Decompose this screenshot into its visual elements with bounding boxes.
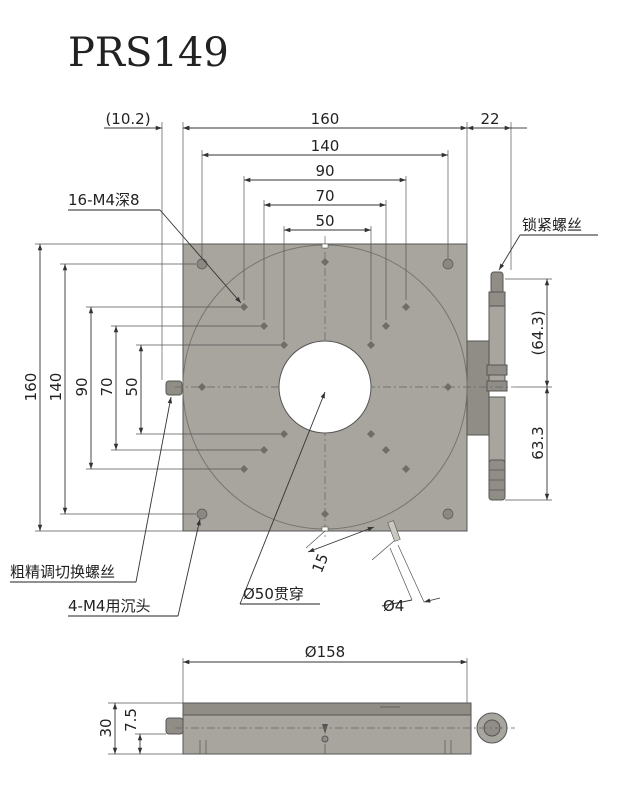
dim-height-7-5-label: 7.5 [122,708,140,732]
dim-width-70-label: 70 [315,187,334,205]
side-view: Ø158 30 7.5 [97,643,515,755]
callout-4-m4-countersunk: 4-M4用沉头 [68,597,150,615]
dim-upper-label: (64.3) [529,310,547,355]
top-view [165,236,515,542]
callout-through-hole: Ø50贯穿 [243,585,304,603]
side-base [182,714,472,755]
bottom-small-dimensions: 15 Ø4 [305,526,441,615]
dim-width-140-label: 140 [311,137,340,155]
callout-16-m4-holes: 16-M4深8 [68,191,140,209]
dim-width-90-label: 90 [315,162,334,180]
dim-lower-label: 63.3 [529,426,547,459]
dim-height-140-label: 140 [47,373,65,402]
dim-side-22-label: 22 [480,110,499,128]
corner-hole [442,508,454,520]
drawing-title: PRS149 [68,30,229,76]
dim-15-label: 15 [308,551,332,575]
corner-hole [196,508,208,520]
callout-lock-screw: 锁紧螺丝 [522,216,582,234]
dim-width-160-label: 160 [311,110,340,128]
dim-offset-label: (10.2) [105,110,150,128]
center-through-hole [278,340,372,434]
scale-pin [387,520,401,542]
right-dimensions: (64.3) 63.3 [505,278,552,501]
dim-height-50-label: 50 [123,377,141,396]
micrometer-assembly [466,271,508,501]
dim-height-160-label: 160 [22,373,40,402]
side-knob [165,717,184,735]
corner-hole [196,258,208,270]
dim-dia-158-label: Ø158 [305,643,345,661]
dim-height-70-label: 70 [98,377,116,396]
m4-holes [198,258,452,518]
side-top-plate [182,702,472,716]
dim-height-90-label: 90 [73,377,91,396]
coarse-fine-knob [165,380,183,396]
dim-dia-4-label: Ø4 [383,597,404,615]
left-dimensions: 160 140 90 70 50 [22,243,280,532]
dim-width-50-label: 50 [315,212,334,230]
top-dimensions: (10.2) 160 22 140 90 70 50 [104,110,527,380]
callout-coarse-fine-screw: 粗精调切换螺丝 [10,563,115,581]
callouts: 16-M4深8 锁紧螺丝 粗精调切换螺丝 4-M4用沉头 Ø50贯穿 [10,191,598,617]
dim-height-30-label: 30 [97,718,115,737]
corner-hole [442,258,454,270]
